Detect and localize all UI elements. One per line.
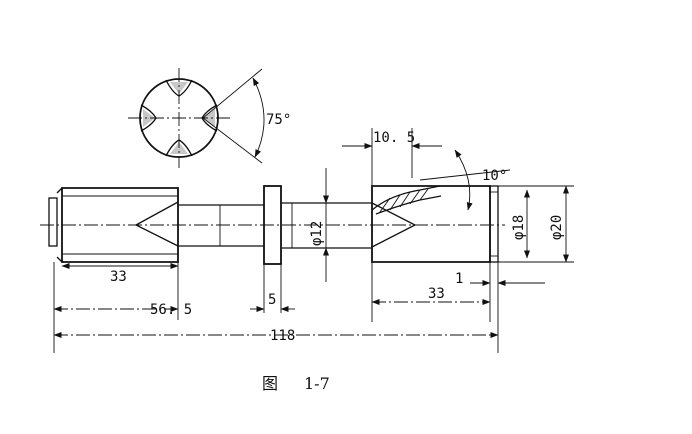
angle-75-label: 75° — [266, 112, 291, 128]
dia-12-label: φ12 — [309, 221, 325, 246]
angle-line-lower — [202, 117, 263, 164]
notch-top — [165, 79, 193, 97]
dim-10-5-label: 10. 5 — [373, 130, 415, 146]
cross-section-view: 75° — [128, 68, 291, 168]
dim-5-label: 5 — [268, 292, 276, 308]
dia-20-label: φ20 — [549, 215, 565, 240]
dim-33-left-label: 33 — [110, 269, 127, 285]
shaft-side-view — [40, 185, 505, 265]
dim-33-right-label: 33 — [428, 286, 445, 302]
notch-left — [140, 104, 157, 132]
notch-bottom — [165, 139, 193, 157]
caption-label: 图 — [262, 374, 278, 393]
angle-75-arc — [252, 77, 265, 158]
figure-caption: 图 1-7 — [262, 374, 330, 393]
right-end-step — [489, 185, 499, 263]
dimensions: 33 56. 5 5 118 33 1 10. 5 10° φ12 — [53, 128, 574, 353]
dim-1-label: 1 — [455, 271, 463, 287]
caption-number: 1-7 — [304, 374, 330, 393]
angle-10-label: 10° — [482, 168, 507, 184]
notch-right — [201, 104, 218, 132]
dia-18-label: φ18 — [511, 215, 527, 240]
collar — [263, 185, 282, 265]
dim-118-label: 118 — [270, 328, 295, 344]
angle-10-arc — [454, 149, 473, 211]
angle-line-upper — [202, 68, 263, 119]
left-end-cap — [48, 197, 58, 247]
left-v-cut — [134, 201, 179, 247]
dim-56-5-label: 56. 5 — [150, 302, 192, 318]
